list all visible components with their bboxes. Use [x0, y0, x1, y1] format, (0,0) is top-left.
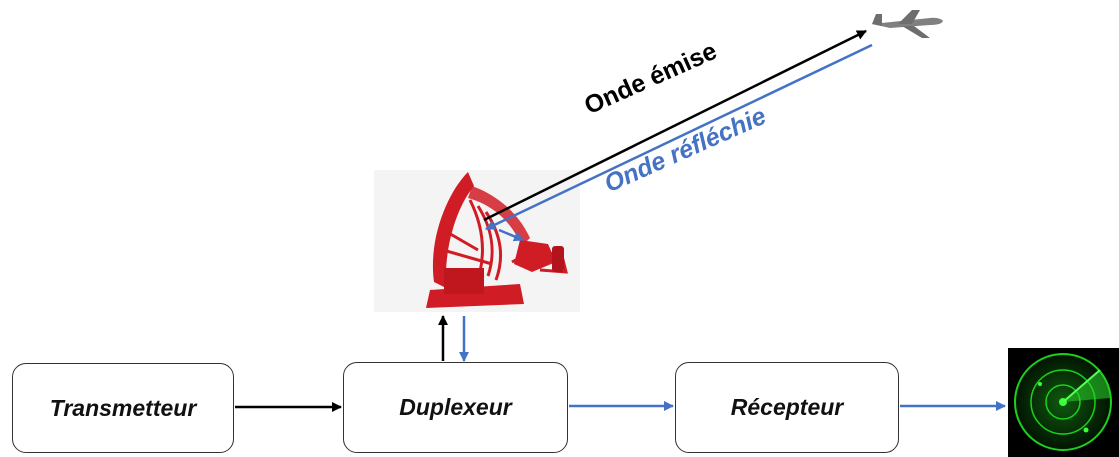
- duplexer-label: Duplexeur: [399, 394, 512, 420]
- reflected-wave-stub-arrow: [498, 228, 524, 242]
- radar-antenna-icon: [426, 172, 568, 308]
- emitted-wave-arrow: [483, 29, 867, 222]
- duplexer-block: Duplexeur: [343, 362, 568, 453]
- airplane-icon: [872, 10, 943, 38]
- receiver-label: Récepteur: [730, 394, 844, 420]
- radar-screen-icon: [1008, 348, 1119, 457]
- transmitter-label: Transmetteur: [49, 394, 197, 421]
- reflected-wave-arrow: [485, 43, 873, 231]
- receiver-block: Récepteur: [675, 362, 899, 453]
- transmitter-block: Transmetteur: [12, 363, 234, 453]
